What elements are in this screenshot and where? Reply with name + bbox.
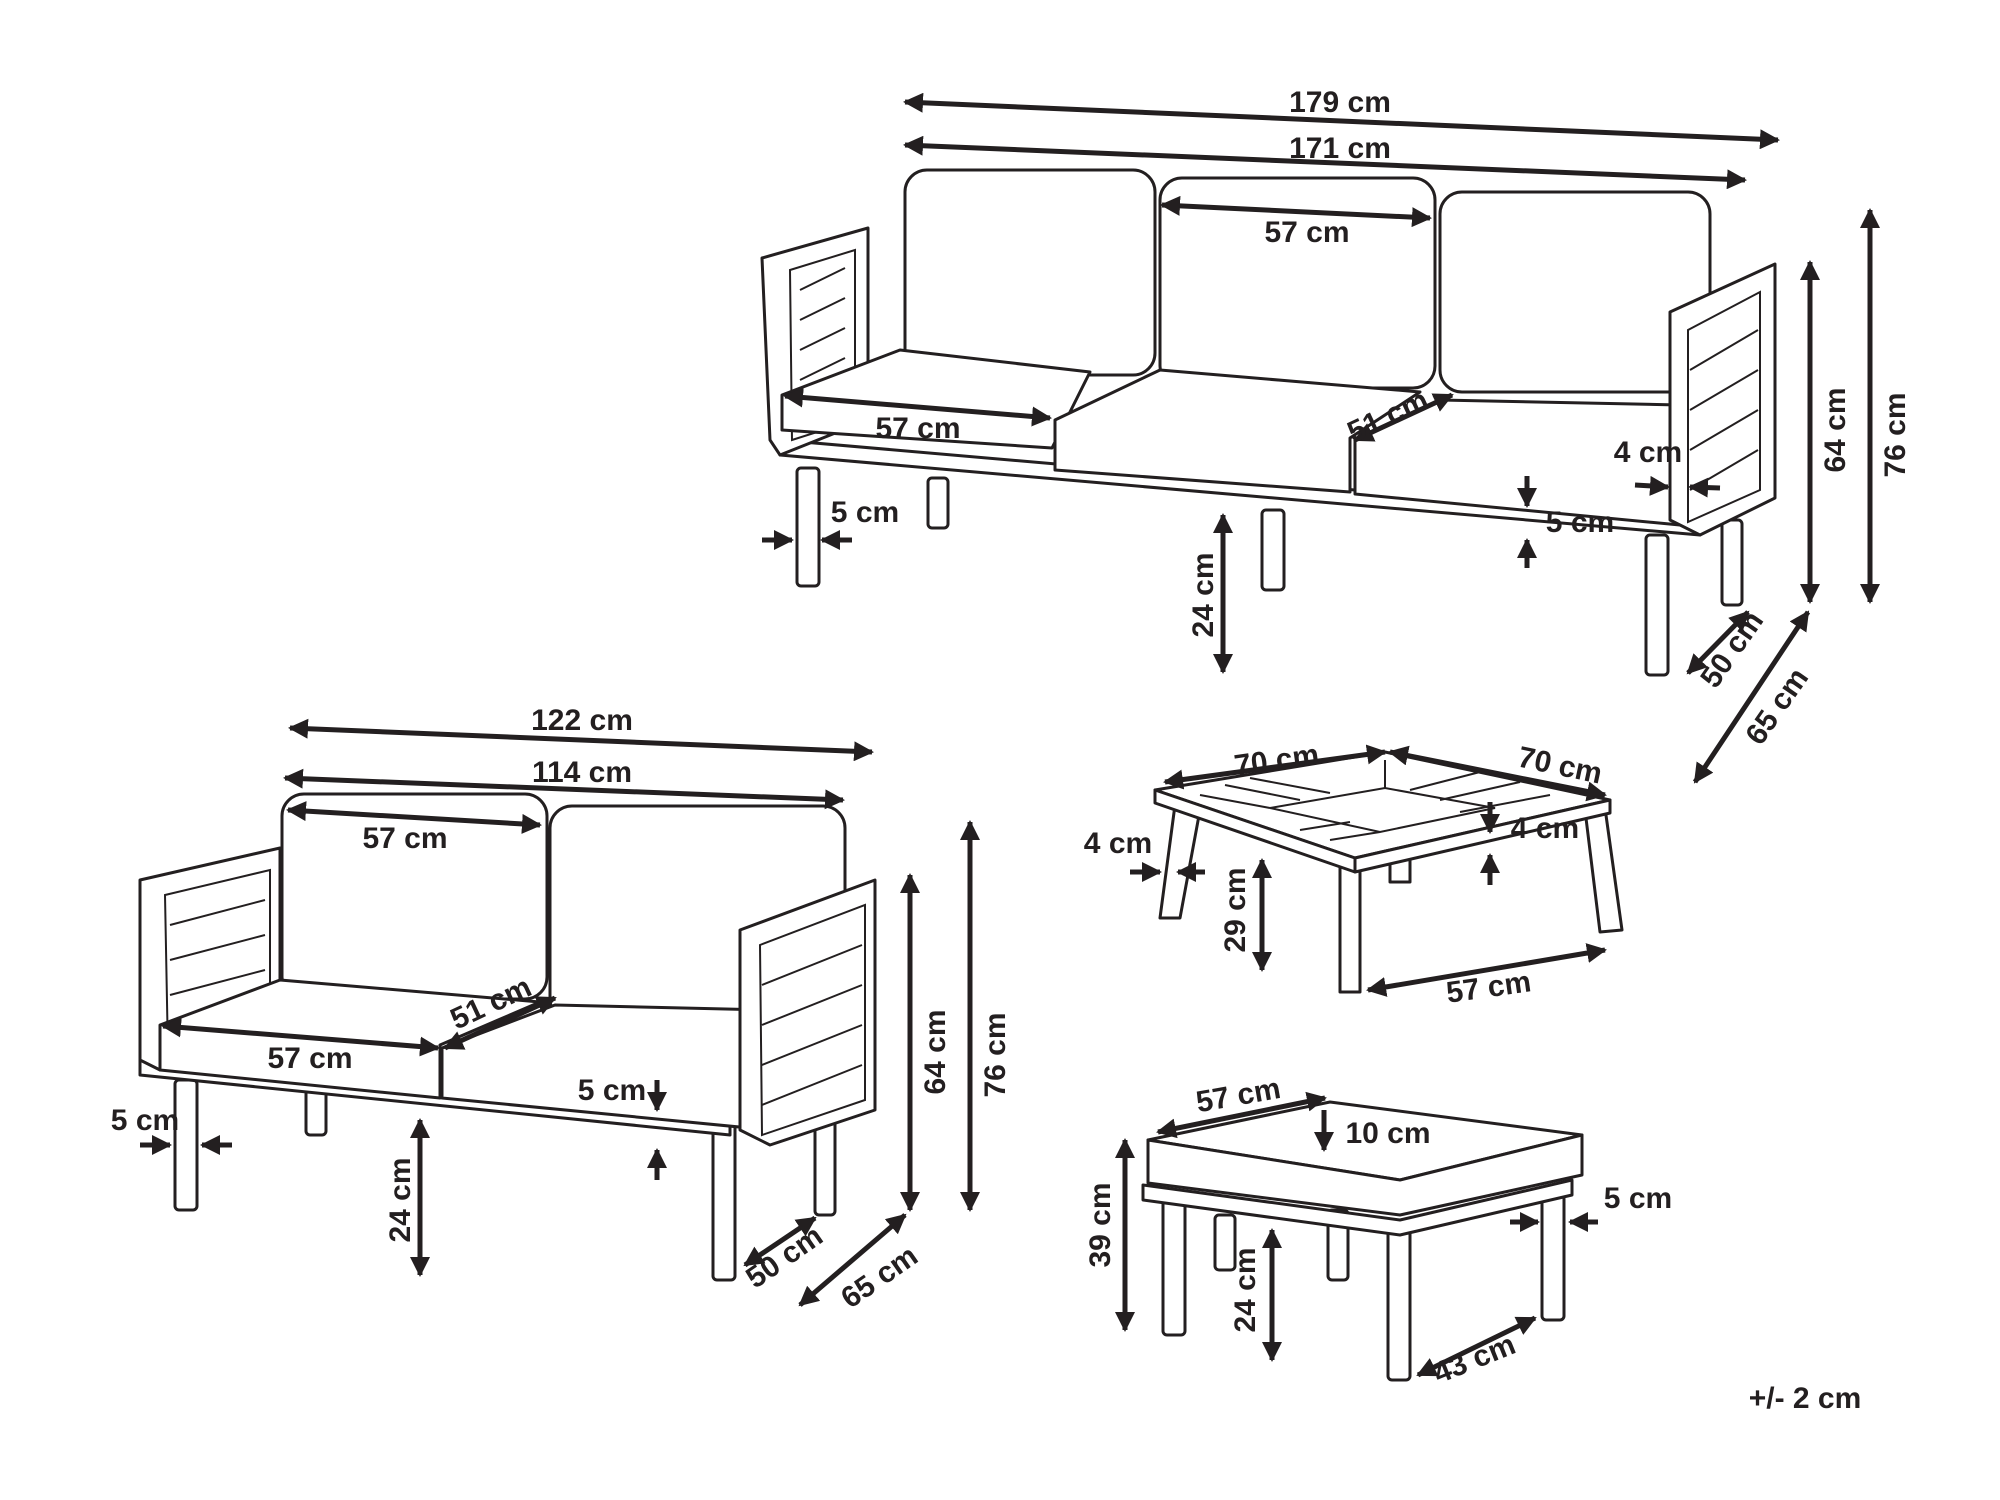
sofa3-overall-width-arrow [903,92,1780,150]
sofa2-leg-height-label: 24 cm [384,1157,417,1242]
ottoman-width-label: 57 cm [1194,1072,1284,1119]
coffee-table: 70 cm 70 cm 4 cm 4 cm 29 cm 57 cm [1084,738,1624,1010]
sofa3-leg-front-left [795,466,821,588]
sofa2-back-cushion-label: 57 cm [362,822,447,855]
sofa2-seat-depth-arrow [443,995,557,1051]
sofa3-arm-height-label: 64 cm [1819,387,1852,472]
sofa2-right-arm-pattern [758,903,866,1137]
ottoman: 57 cm 10 cm 39 cm 24 cm 5 cm 43 cm [1084,1072,1672,1390]
sofa2-leg-front-left [173,1078,199,1212]
tolerance-note: +/- 2 cm [1749,1382,1862,1415]
ottoman-inner-depth-label: 43 cm [1429,1328,1520,1390]
table-width-arrow [1163,744,1387,790]
sofa3-inner-width-arrow [903,135,1747,190]
ottoman-leg-front-middle [1386,1228,1412,1382]
sofa2-right-arm [738,878,877,1147]
sofa2-inner-width-arrow [283,768,845,810]
sofa3-arm-arrow-right [1688,477,1721,498]
ottoman-width-arrow [1156,1091,1327,1139]
sofa3-arm-arrow-left [1634,475,1670,496]
sofa2-seat-width-arrow [161,1017,440,1057]
sofa2-back-cushion-arrow [286,801,542,834]
ottoman-leg-front-right [1540,1193,1566,1322]
sofa2-leg-front-right [711,1118,737,1282]
table-leg-left [1158,803,1202,920]
table-depth-arrow [1388,745,1607,802]
sofa3-seat-width-arrow [783,387,1052,427]
sofa2-leg-width-label: 5 cm [111,1104,179,1137]
sofa3-leg-height-label: 24 cm [1187,552,1220,637]
sofa3-right-arm [1668,262,1777,537]
sofa3-seat-cushion-middle [1053,368,1422,494]
sofa3-back-cushion-label: 57 cm [1264,216,1349,249]
table-leg-front [1338,858,1362,994]
sofa3-right-arm-pattern [1687,290,1761,524]
sofa3-back-cushion-right [1438,190,1712,394]
sofa3-arm-thickness-label: 4 cm [1614,436,1682,469]
table-inner-width-arrow [1366,943,1607,997]
sofa3-total-depth-label: 65 cm [1739,662,1815,751]
sofa3-back-cushion-arrow [1160,195,1432,228]
sofa3-total-height-label: 76 cm [1879,392,1912,477]
sofa3-overall-width-label: 179 cm [1289,86,1391,119]
sofa3-inner-width-label: 171 cm [1289,132,1391,165]
sofa3-total-depth-arrow [1692,610,1811,784]
sofa3-leg-width-label: 5 cm [831,496,899,529]
sofa3-seat-depth-outer-label: 50 cm [1694,605,1770,694]
sofa3-seat-depth-arrow [1353,392,1454,443]
sofa3-back-cushion-left [903,168,1157,377]
sofa3-leg-back-left [926,476,950,530]
table-height-label: 29 cm [1219,867,1252,952]
sofa2-overall-width-arrow [288,718,874,762]
table-top-edge-front-right [1353,798,1612,874]
table-leg-width-label: 4 cm [1084,827,1152,860]
sofa2-inner-width-label: 114 cm [532,756,632,789]
sofa3-leg-back-right [1260,508,1286,592]
three-seater-sofa: 179 cm 171 cm 57 cm 57 cm 51 cm 4 cm 5 c… [760,86,1912,784]
sofa3-leg-front-right [1644,533,1670,677]
ottoman-height-label: 39 cm [1084,1182,1117,1267]
ottoman-inner-depth-arrow [1416,1315,1537,1378]
sofa2-total-height-label: 76 cm [979,1012,1012,1097]
ottoman-leg-front-left [1161,1193,1187,1337]
sofa2-total-depth-label: 65 cm [835,1239,924,1315]
ottoman-frame [1141,1178,1574,1237]
sofa2-arm-height-label: 64 cm [919,1009,952,1094]
table-top-thickness-label: 4 cm [1511,812,1579,845]
ottoman-cushion-side [1146,1133,1584,1217]
ottoman-leg-height-label: 24 cm [1229,1247,1262,1332]
sofa2-overall-width-label: 122 cm [531,704,633,737]
ottoman-cushion-thickness-label: 10 cm [1345,1117,1430,1150]
two-seater-sofa: 122 cm 114 cm 57 cm 57 cm 51 cm 5 cm 5 c… [111,704,1012,1315]
sofa2-frame-thickness-label: 5 cm [578,1074,646,1107]
table-leg-right [1583,806,1624,934]
ottoman-leg-back-left [1213,1213,1237,1272]
sofa2-seat-width-label: 57 cm [267,1042,352,1075]
ottoman-leg-width-label: 5 cm [1604,1182,1672,1215]
sofa3-seat-width-label: 57 cm [875,412,960,445]
sofa3-frame-thickness-label: 5 cm [1546,506,1614,539]
sofa3-leg-rear-right [1720,518,1744,607]
table-inner-width-label: 57 cm [1444,965,1533,1010]
sofa2-total-depth-arrow [798,1213,907,1307]
